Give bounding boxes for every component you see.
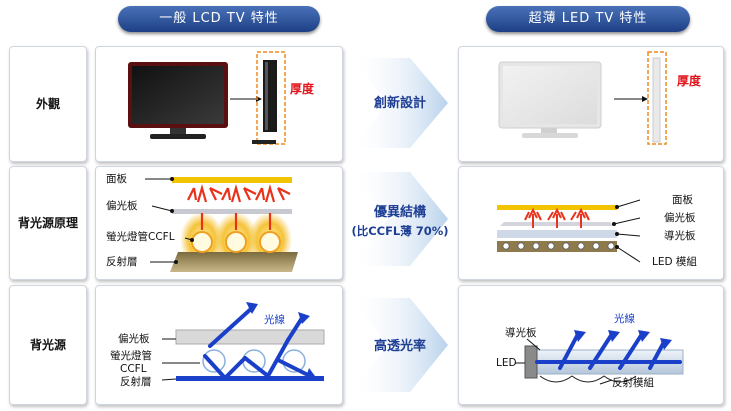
lcd-side-profile [252,60,277,144]
led-polarizer-label: 偏光板 [664,212,696,224]
lcd-r3-ccfl-label-2: CCFL [120,363,147,375]
led-panel-label: 面板 [672,194,693,206]
lcd-light-label: 光線 [264,314,285,326]
led-light-guide-label: 導光板 [664,230,696,242]
row-label-backlight-principle: 背光源原理 [18,216,79,230]
header-lcd: 一般 LCD TV 特性 [118,6,320,32]
lcd-r3-reflector-label: 反射層 [120,376,152,388]
led-module-label: LED 模組 [652,256,697,268]
led-r3-reflector-module-label: 反射模組 [612,377,654,389]
row-label-backlight: 背光源 [29,338,66,352]
middle-thinner-note: (比CCFL薄 70%) [351,224,449,238]
lcd-thickness-label: 厚度 [290,82,315,96]
row-label-panel-appearance: 外觀 [9,46,87,162]
led-r3-light-guide-label: 導光板 [505,327,537,339]
chevron-arrow-row1 [350,58,448,148]
lcd-ccfl-label: 螢光燈管CCFL [106,231,175,243]
led-thickness-box [647,51,667,145]
middle-innovative-design: 創新設計 [373,96,426,111]
row-label-panel-backlight: 背光源 [9,285,87,405]
led-r3-led-label: LED [496,357,517,369]
lcd-tv-image [128,62,228,139]
chevron-arrow-row3 [350,298,448,392]
lcd-reflector-label: 反射層 [106,256,138,268]
lcd-light-path [161,302,325,381]
lcd-backlight-panel [95,285,343,405]
chevron-arrow-row2 [350,172,448,266]
lcd-panel-label: 面板 [106,173,127,185]
lcd-r3-polarizer-label: 偏光板 [118,333,150,345]
row-label-panel-backlight-principle: 背光源原理 [9,166,87,280]
header-led: 超薄 LED TV 特性 [486,6,690,32]
lcd-backlight-layers [145,177,298,272]
row-label-appearance: 外觀 [35,97,60,111]
middle-superior-structure: 優異結構 [373,205,426,220]
led-r3-light-label: 光線 [614,313,635,325]
led-tv-image [498,61,602,138]
lcd-polarizer-label: 偏光板 [106,200,138,212]
led-backlight-layers [497,199,641,263]
led-thickness-label: 厚度 [677,74,702,88]
led-light-path [515,330,684,385]
lcd-r3-ccfl-label-1: 螢光燈管 [110,350,152,362]
middle-high-transmittance: 高透光率 [373,339,426,354]
led-backlight-panel [458,285,724,405]
